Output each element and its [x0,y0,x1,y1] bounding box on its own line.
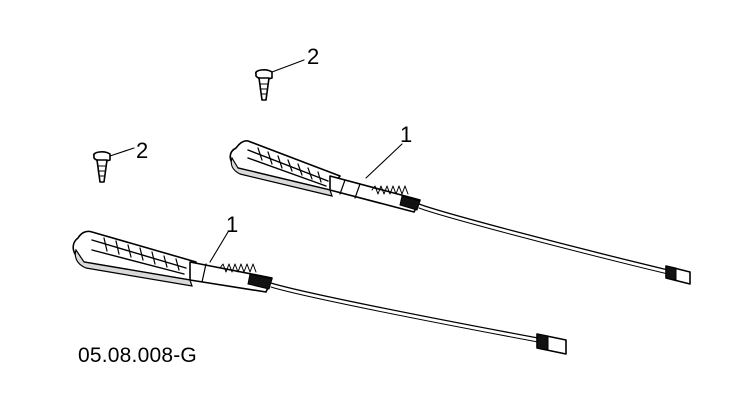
upper-screw [255,59,305,101]
callout-part-1-upper: 1 [400,122,413,147]
lower-sleeve-lines [201,263,207,283]
lower-handle-assembly [72,230,567,355]
callout-part-2-upper: 2 [307,44,320,69]
upper-cable [418,203,669,271]
upper-spring [371,185,409,195]
lower-handle-underside [74,248,193,287]
upper-clamp [399,195,421,211]
callout-part-1-lower: 1 [226,212,239,237]
callout-part-2-lower: 2 [136,138,149,163]
upper-screw-leader [271,59,305,73]
upper-sleeve-lines [339,179,361,199]
upper-part-leader [365,143,403,179]
lower-spring [219,263,257,273]
upper-sleeve [329,175,421,213]
lower-part-leader [209,231,229,263]
lower-screw-leader [109,147,135,157]
lower-grip-ribs [91,237,187,275]
lower-cable [270,282,539,339]
lower-clamp [247,273,273,290]
upper-handle-underside [230,156,333,197]
figure-code: 05.08.008-G [78,344,197,367]
upper-handle-assembly [229,140,691,285]
upper-grip-ribs [247,147,329,187]
lower-screw [93,147,135,183]
